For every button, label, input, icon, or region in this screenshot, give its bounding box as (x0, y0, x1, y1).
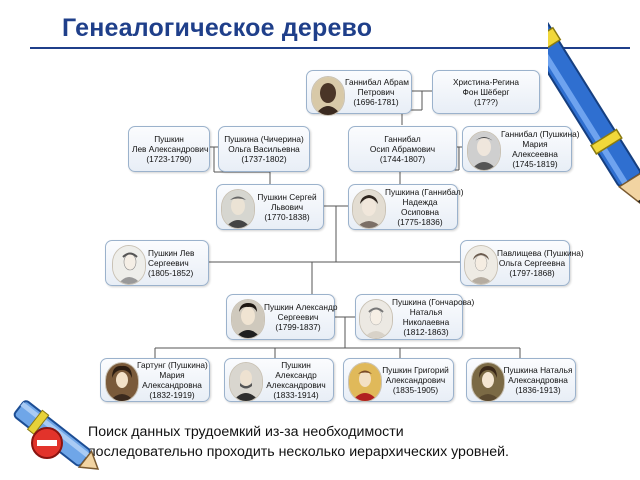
person-card-pushkina-natalia-a: Пушкина Наталья Александровна (1836-1913… (466, 358, 576, 402)
person-card-gannibal-osip: Ганнибал Осип Абрамович (1744-1807) (348, 126, 457, 172)
person-patronymic: Ольга Сергеевна (498, 258, 566, 268)
person-years: (1835-1905) (392, 385, 439, 395)
person-name: Пушкин Григорий (382, 365, 449, 375)
person-years: (1723-1790) (146, 154, 192, 164)
person-years: (1744-1807) (379, 154, 426, 164)
no-entry-icon (31, 427, 63, 459)
caption-line-2: последовательно проходить несколько иера… (88, 444, 509, 460)
person-card-pushkina-natalia: Пушкина (Гончарова) Наталья Николаевна (… (355, 294, 475, 340)
person-patronymic: Александровна (142, 380, 202, 390)
person-years: (1832-1919) (149, 390, 195, 400)
pencil-icon (548, 3, 640, 213)
person-patronymic: Александровна (508, 375, 568, 385)
person-card-pushkin-sergei: Пушкин Сергей Львович (1770-1838) (216, 184, 324, 230)
person-patronymic: Александрович (266, 380, 326, 390)
portrait-icon (221, 189, 255, 229)
person-card-pushkina-chicherina: Пушкина (Чичерина) Ольга Васильевна (173… (218, 126, 310, 172)
person-surname: Фон Шёберг (462, 87, 510, 97)
person-card-pushkin-grigory: Пушкин Григорий Александрович (1835-1905… (343, 358, 454, 402)
page-title: Генеалогическое дерево (62, 14, 373, 42)
person-name: Павлищева (Пушкина) (497, 248, 584, 258)
person-name: Христина-Регина (453, 77, 519, 87)
person-card-kristina-regina: Христина-Регина Фон Шёберг (17??) (432, 70, 540, 114)
portrait-icon (229, 362, 263, 402)
person-patronymic: Алексеевна (512, 149, 558, 159)
person-years: (1775-1836) (397, 217, 443, 227)
person-first-name: Мария (159, 370, 185, 380)
portrait-icon (112, 245, 146, 285)
person-name: Пушкин Лев (148, 248, 195, 258)
person-first-name: Надежда (402, 197, 438, 207)
caption-line-1: Поиск данных трудоемкий из-за необходимо… (88, 424, 404, 440)
person-name: Пушкина (Гончарова) (392, 297, 475, 307)
person-name: Ганнибал (384, 134, 421, 144)
person-patronymic: Александрович (385, 375, 446, 385)
person-card-pushkina-nadezhda: Пушкина (Ганнибал) Надежда Осиповна (177… (348, 184, 464, 230)
person-years: (1770-1838) (264, 212, 310, 222)
person-years: (17??) (474, 97, 498, 107)
portrait-icon (352, 189, 386, 229)
person-patronymic: Осиповна (401, 207, 439, 217)
person-patronymic: Николаевна (402, 317, 450, 327)
person-years: (1797-1868) (509, 268, 555, 278)
portrait-icon (471, 362, 505, 402)
person-name: Пушкина (Ганнибал) (385, 187, 464, 197)
person-card-pushkin-lev-s: Пушкин Лев Сергеевич (1805-1852) (105, 240, 209, 286)
portrait-icon (231, 299, 265, 339)
portrait-icon (464, 245, 498, 285)
person-card-pavlishcheva-olga: Павлищева (Пушкина) Ольга Сергеевна (179… (460, 240, 584, 286)
person-years: (1805-1852) (148, 268, 194, 278)
person-card-pushkin-alexander-a: Пушкин Александр Александрович (1833-191… (224, 358, 334, 402)
portrait-icon (348, 362, 382, 402)
person-patronymic: Осип Абрамович (369, 144, 436, 154)
caption: Поиск данных трудоемкий из-за необходимо… (88, 422, 636, 462)
portrait-icon (359, 299, 393, 339)
portrait-icon (467, 131, 501, 171)
person-years: (1812-1863) (403, 327, 449, 337)
person-name: Пушкин Александр (264, 302, 338, 312)
person-name: Гартунг (Пушкина) (137, 360, 208, 370)
person-years: (1799-1837) (275, 322, 321, 332)
person-first-name: Мария (522, 139, 548, 149)
person-card-gartung-maria: Гартунг (Пушкина) Мария Александровна (1… (100, 358, 210, 402)
person-name: Ганнибал Абрам (345, 77, 409, 87)
person-name: Пушкин (281, 360, 311, 370)
person-years: (1696-1781) (353, 97, 399, 107)
title-underline (30, 47, 630, 49)
portrait-icon (311, 76, 345, 116)
person-patronymic: Лев Александрович (132, 144, 209, 154)
portrait-icon (105, 362, 139, 402)
person-patronymic: Петрович (357, 87, 395, 97)
person-name: Пушкина Наталья (503, 365, 573, 375)
person-card-pushkin-alexander: Пушкин Александр Сергеевич (1799-1837) (226, 294, 338, 340)
person-years: (1836-1913) (515, 385, 561, 395)
person-patronymic: Сергеевич (277, 312, 319, 322)
person-first-name: Наталья (409, 307, 443, 317)
person-name: Ганнибал (Пушкина) (501, 129, 580, 139)
person-years: (1745-1819) (512, 159, 558, 169)
person-card-pushkin-lev-a: Пушкин Лев Александрович (1723-1790) (128, 126, 210, 172)
person-name: Пушкина (Чичерина) (224, 134, 304, 144)
person-years: (1737-1802) (241, 154, 287, 164)
person-first-name: Александр (275, 370, 317, 380)
person-name: Пушкин (154, 134, 184, 144)
person-name: Пушкин Сергей (257, 192, 317, 202)
person-patronymic: Львович (270, 202, 304, 212)
person-patronymic: Сергеевич (148, 258, 189, 268)
person-card-gannibal-maria: Ганнибал (Пушкина) Мария Алексеевна (174… (462, 126, 580, 172)
person-patronymic: Ольга Васильевна (228, 144, 300, 154)
person-years: (1833-1914) (273, 390, 319, 400)
person-card-gannibal-abram: Ганнибал Абрам Петрович (1696-1781) (306, 70, 412, 116)
